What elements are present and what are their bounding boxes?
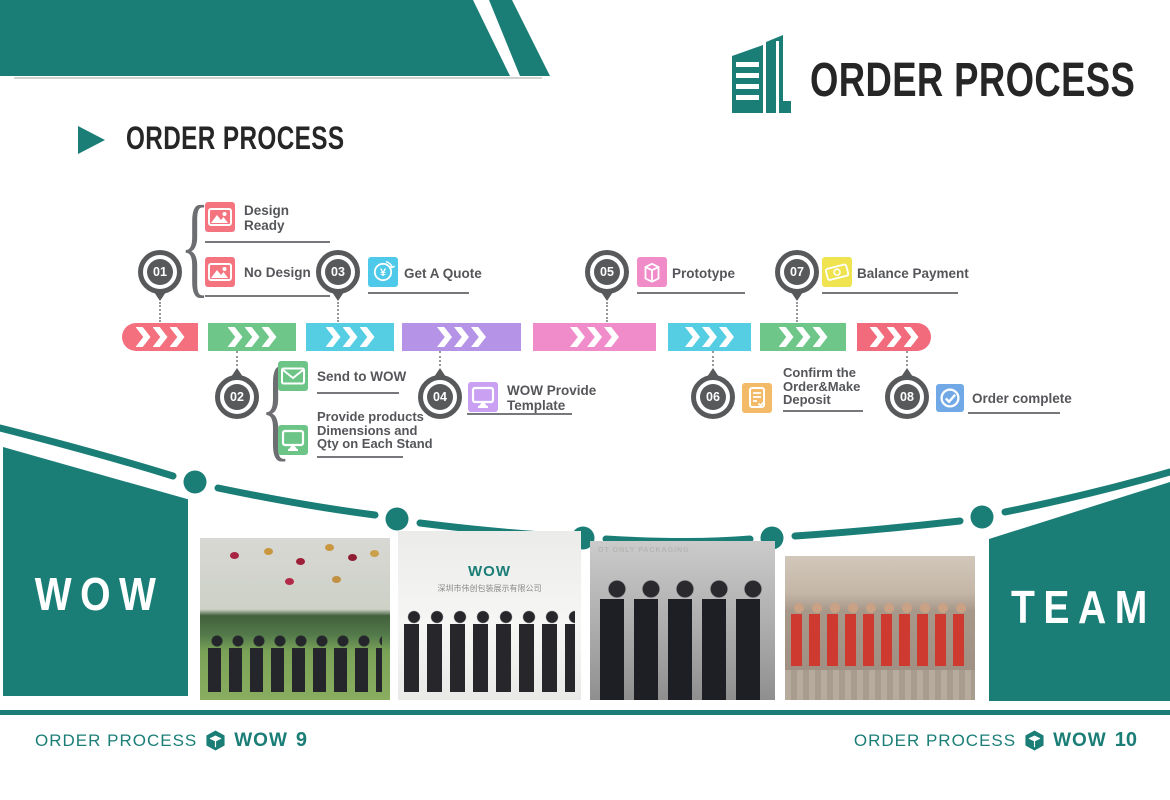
check-icon bbox=[936, 384, 964, 412]
step-label: Order complete bbox=[972, 391, 1072, 406]
step-label: Get A Quote bbox=[404, 266, 482, 281]
step-circle-05: 05 bbox=[585, 250, 629, 301]
crowd-bodies bbox=[791, 614, 969, 666]
page-number: 9 bbox=[295, 729, 308, 751]
connector-06 bbox=[712, 351, 714, 366]
connector-07 bbox=[796, 302, 798, 322]
envelope-icon bbox=[278, 361, 308, 391]
label-underline bbox=[822, 292, 958, 294]
connector-01 bbox=[159, 302, 161, 322]
footer-divider bbox=[0, 710, 1170, 715]
bar-segment-7 bbox=[760, 323, 846, 351]
footer-brand: WOW bbox=[234, 729, 288, 751]
step-circle-03: 03 bbox=[316, 250, 360, 301]
prototype-box-icon bbox=[637, 257, 667, 287]
bar-segment-5 bbox=[533, 323, 656, 351]
footer-title: ORDER PROCESS bbox=[35, 730, 198, 750]
crowd-bodies bbox=[208, 648, 382, 692]
team-photo-studio: OT ONLY PACKAGING bbox=[590, 541, 775, 700]
confetti bbox=[230, 552, 239, 559]
carpet bbox=[785, 670, 975, 700]
wow-cube-icon bbox=[1025, 730, 1044, 751]
step-circle-02: 02 bbox=[215, 368, 259, 419]
bar-segment-4 bbox=[402, 323, 521, 351]
yuan-quote-icon: ¥ bbox=[368, 257, 398, 287]
team-label: TEAM bbox=[1011, 580, 1157, 633]
svg-text:¥: ¥ bbox=[380, 267, 387, 279]
step-label: Send to WOW bbox=[317, 369, 407, 384]
label-underline bbox=[467, 413, 572, 415]
banner-shadow bbox=[14, 77, 542, 79]
label-underline bbox=[783, 410, 863, 412]
photo-wall-brand: WOW bbox=[468, 563, 511, 580]
connector-04 bbox=[439, 351, 441, 366]
top-banner-shape bbox=[0, 0, 510, 76]
crowd-bodies bbox=[600, 599, 765, 700]
team-photo-outdoor bbox=[200, 538, 390, 700]
label-underline bbox=[205, 295, 330, 297]
step-circle-04: 04 bbox=[418, 368, 462, 419]
footer-right: ORDER PROCESS WOW 10 bbox=[854, 729, 1137, 752]
footer-title: ORDER PROCESS bbox=[853, 730, 1017, 750]
section-title: ORDER PROCESS bbox=[126, 120, 345, 156]
banknote-icon bbox=[822, 257, 852, 287]
page-title: ORDER PROCESS bbox=[810, 54, 1136, 107]
step-label: No Design bbox=[244, 265, 311, 280]
image-icon bbox=[205, 202, 235, 232]
step-label: Prototype bbox=[672, 266, 736, 281]
label-underline bbox=[317, 392, 399, 394]
step-circle-01: 01 bbox=[138, 250, 182, 301]
crowd-heads bbox=[600, 579, 765, 599]
footer-left: ORDER PROCESS WOW 9 bbox=[35, 729, 307, 752]
wow-label: WOW bbox=[34, 568, 165, 620]
connector-02 bbox=[236, 351, 238, 366]
label-underline bbox=[205, 241, 330, 243]
brace-step-01: { bbox=[180, 184, 210, 308]
play-arrow-icon bbox=[78, 126, 105, 154]
page-number: 10 bbox=[1114, 729, 1137, 751]
footer-brand: WOW bbox=[1053, 729, 1107, 751]
label-underline bbox=[637, 292, 745, 294]
team-photo-office: WOW 深圳市伟创包装展示有限公司 bbox=[398, 531, 581, 700]
connector-03 bbox=[337, 302, 339, 322]
building-logo-icon bbox=[732, 35, 791, 113]
step-circle-08: 08 bbox=[885, 368, 929, 419]
label-underline bbox=[968, 412, 1060, 414]
step-label: Balance Payment bbox=[857, 266, 969, 281]
bar-segment-2 bbox=[208, 323, 296, 351]
crowd-heads bbox=[791, 602, 969, 614]
photo-wall-text: 深圳市伟创包装展示有限公司 bbox=[437, 584, 542, 593]
team-photo-conference bbox=[785, 556, 975, 700]
step-circle-06: 06 bbox=[691, 368, 735, 419]
connector-05 bbox=[606, 302, 608, 322]
image-icon bbox=[205, 257, 235, 287]
wow-cube-icon bbox=[206, 730, 225, 751]
label-underline bbox=[317, 456, 403, 458]
crowd-bodies bbox=[404, 624, 575, 692]
monitor-icon bbox=[468, 382, 498, 412]
photo-backdrop-text: OT ONLY PACKAGING bbox=[598, 547, 690, 554]
bar-segment-3 bbox=[306, 323, 394, 351]
step-circle-07: 07 bbox=[775, 250, 819, 301]
monitor-icon bbox=[278, 425, 308, 455]
label-underline bbox=[368, 292, 469, 294]
crowd-heads bbox=[404, 609, 575, 624]
order-document-icon bbox=[742, 383, 772, 413]
crowd-heads bbox=[208, 634, 382, 648]
bar-segment-6 bbox=[668, 323, 751, 351]
connector-08 bbox=[906, 351, 908, 366]
bar-segment-1 bbox=[122, 323, 198, 351]
bar-segment-8 bbox=[857, 323, 931, 351]
